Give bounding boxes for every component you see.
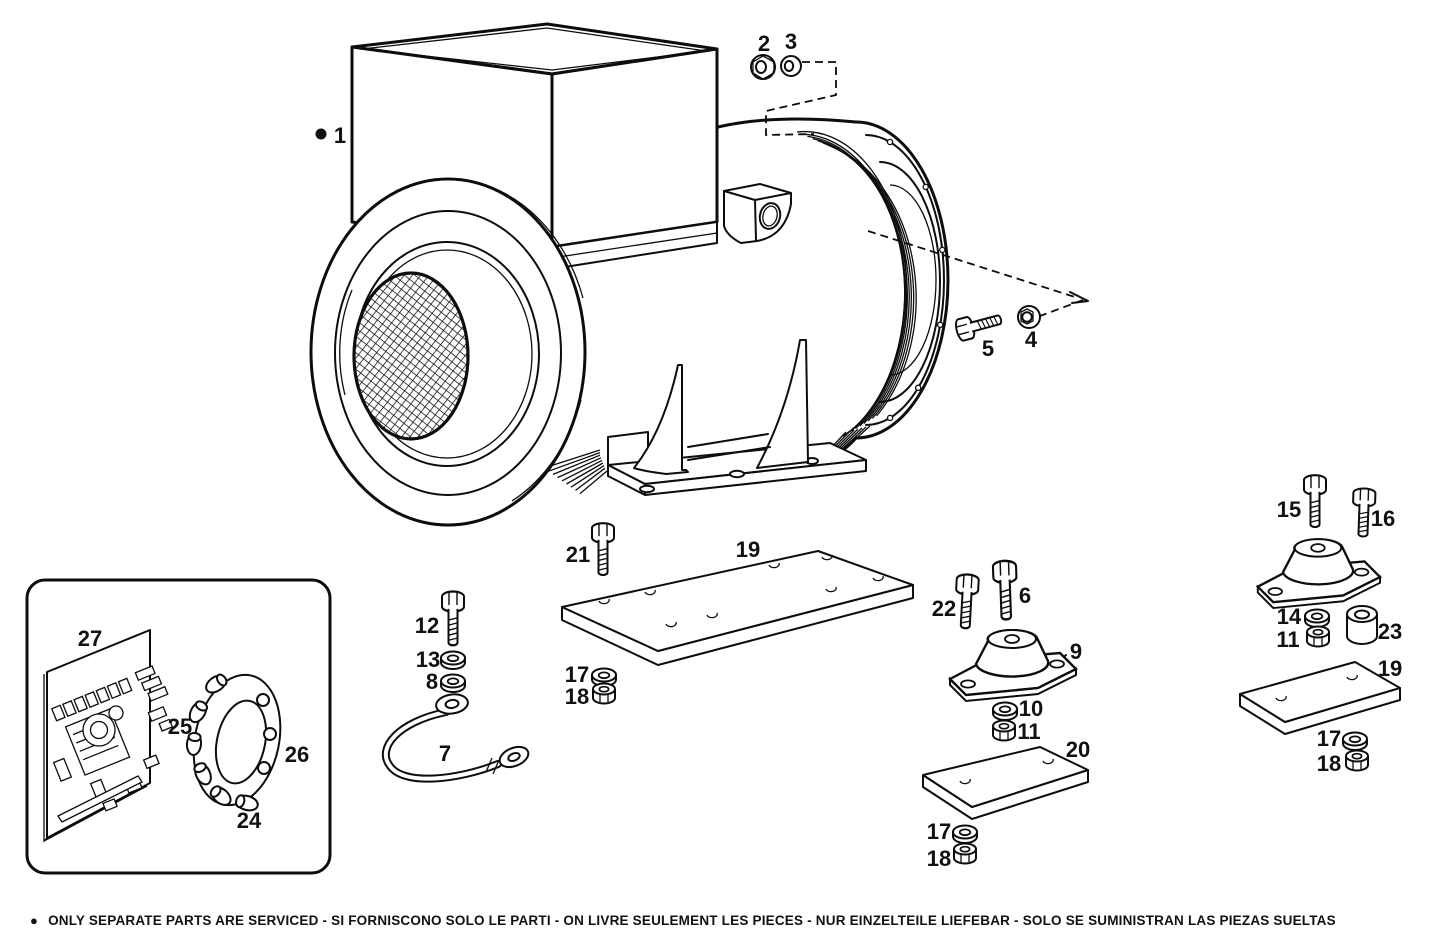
diodes	[185, 673, 277, 812]
washer-10	[992, 701, 1018, 721]
air-intake-screen	[352, 271, 470, 441]
washer-4	[1017, 305, 1041, 329]
plate-20-holes	[959, 758, 1054, 785]
callout-18-center: 18	[927, 846, 951, 871]
mounting-foot	[607, 339, 867, 496]
callout-9: 9	[1070, 639, 1082, 664]
callout-23: 23	[1378, 619, 1402, 644]
plate-19-left-holes	[598, 554, 884, 628]
callout-1: 1	[334, 123, 346, 148]
washer-17-center	[952, 824, 978, 844]
callout-3: 3	[785, 29, 797, 54]
plate-19-left	[561, 550, 914, 666]
washer-17-right	[1342, 731, 1368, 751]
callout-20: 20	[1066, 737, 1090, 762]
vibration-mount-right	[1256, 538, 1382, 610]
foot-gusset-rear	[756, 339, 809, 469]
rear-end-bracket	[854, 120, 950, 440]
callout-17-left: 17	[565, 662, 589, 687]
generator-main-view	[309, 22, 950, 527]
flange-bolt-marks	[886, 138, 946, 422]
callout-24: 24	[237, 808, 262, 833]
bolt-5	[953, 307, 1005, 343]
callout-26: 26	[285, 742, 309, 767]
spacer-23	[1346, 605, 1378, 645]
callout-4: 4	[1025, 327, 1038, 352]
footer-text: ONLY SEPARATE PARTS ARE SERVICED - SI FO…	[48, 913, 1336, 928]
generator-body	[543, 117, 950, 495]
callout-8: 8	[426, 669, 438, 694]
callout-6: 6	[1019, 583, 1031, 608]
leader-parts-2-3	[765, 61, 837, 136]
footer-bullet-icon: ●	[30, 913, 39, 928]
bolt-6	[991, 559, 1020, 622]
callout-labels: 1 2 3 4 5 6 7 8 9 10 11 12 13 14 15 16 1…	[78, 29, 1402, 871]
callout-13: 13	[416, 647, 440, 672]
nut-2	[750, 54, 776, 80]
nut-18-left	[592, 682, 616, 705]
plate-20	[922, 746, 1089, 820]
callout-2: 2	[758, 31, 770, 56]
callout-7: 7	[439, 741, 451, 766]
lifting-lug	[723, 183, 792, 244]
callout-18-right: 18	[1317, 751, 1341, 776]
callout-27: 27	[78, 626, 102, 651]
callout-14: 14	[1277, 604, 1302, 629]
callout-21: 21	[566, 542, 590, 567]
front-end-bell	[309, 177, 587, 527]
callout-17-center: 17	[927, 819, 951, 844]
callout-10: 10	[1019, 696, 1043, 721]
avr-board-components	[50, 665, 174, 823]
callout-19-right: 19	[1378, 656, 1402, 681]
callout-19-left: 19	[736, 537, 760, 562]
callout-17-right: 17	[1317, 726, 1341, 751]
washer-8	[440, 673, 466, 693]
bolt-21	[590, 522, 616, 577]
callout-12: 12	[415, 613, 439, 638]
callout-16: 16	[1371, 506, 1395, 531]
callout-22: 22	[932, 596, 956, 621]
callout-11-right: 11	[1276, 627, 1299, 652]
callout-11-center: 11	[1017, 719, 1040, 744]
inset-panel	[25, 578, 332, 875]
nut-18-center	[953, 842, 977, 865]
callout-5: 5	[982, 336, 994, 361]
callout-25: 25	[168, 714, 192, 739]
hardware-parts	[381, 54, 1401, 865]
washer-14	[1304, 608, 1330, 628]
vibration-mount-9	[948, 628, 1078, 703]
callout-18-left: 18	[565, 684, 589, 709]
nut-18-right	[1345, 749, 1369, 772]
ground-cable-7	[381, 693, 530, 783]
bullet-serviced-marker	[315, 128, 327, 140]
footer-note: ● ONLY SEPARATE PARTS ARE SERVICED - SI …	[30, 913, 1420, 928]
washer-3	[780, 55, 802, 77]
cooling-ribs	[796, 130, 917, 437]
bolt-15	[1302, 474, 1328, 529]
avr-board-27	[43, 629, 174, 843]
rectifier-diode-ring	[185, 673, 282, 812]
bolt-22	[953, 572, 981, 630]
plate-19-right	[1239, 661, 1401, 735]
bolt-12	[440, 590, 466, 647]
nut-11-right	[1306, 625, 1330, 648]
nut-11-center	[992, 719, 1016, 742]
foot-gusset-front	[633, 364, 689, 475]
plate-19-right-holes	[1275, 674, 1358, 702]
washer-13	[440, 650, 466, 670]
leader-arrowhead	[1069, 291, 1089, 304]
callout-15: 15	[1277, 497, 1301, 522]
